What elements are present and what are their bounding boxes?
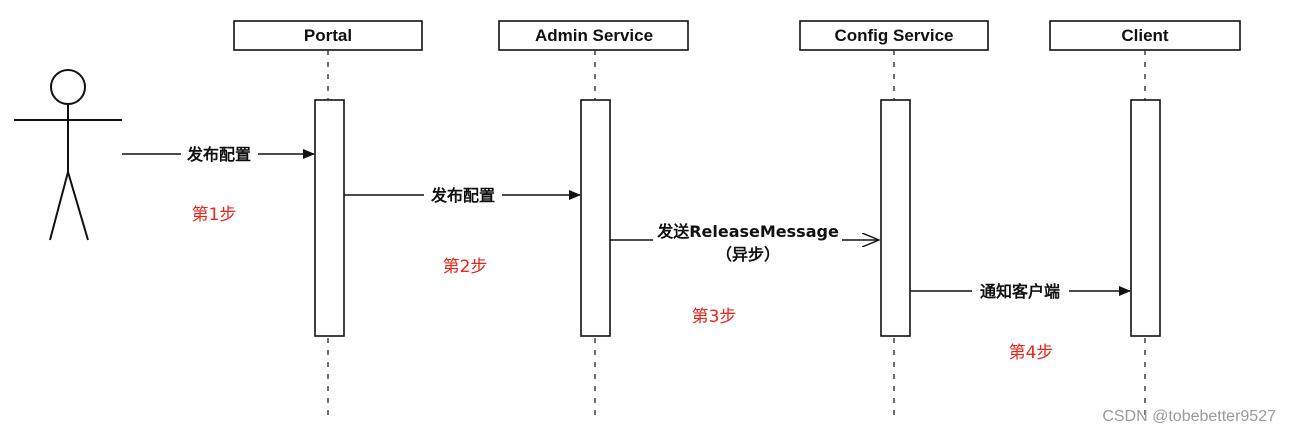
message-4: 通知客户端 (910, 282, 1131, 301)
message-label: 发布配置 (186, 145, 251, 164)
step-label-2: 第2步 (443, 257, 488, 277)
participant-client: Client (1049, 20, 1241, 51)
activation-admin-service (580, 99, 611, 337)
step-label-4: 第4步 (1009, 343, 1054, 363)
activation-portal (314, 99, 345, 337)
participant-config-service: Config Service (799, 20, 989, 51)
activation-config-service (880, 99, 911, 337)
participant-portal: Portal (233, 20, 423, 51)
participant-label: Portal (304, 26, 352, 45)
step-label-3: 第3步 (692, 307, 737, 327)
message-1: 发布配置 (122, 145, 315, 164)
watermark: CSDN @tobebetter9527 (1102, 408, 1276, 425)
message-label: 发送ReleaseMessage (656, 222, 839, 241)
participant-label: Client (1121, 26, 1169, 45)
message-sublabel: （异步） (716, 245, 780, 264)
message-label: 通知客户端 (980, 282, 1060, 301)
message-label: 发布配置 (430, 186, 495, 205)
message-3: 发送ReleaseMessage （异步） (610, 222, 879, 264)
step-label-1: 第1步 (192, 205, 237, 225)
activation-client (1130, 99, 1161, 337)
participant-label: Admin Service (535, 26, 653, 45)
participant-label: Config Service (834, 26, 953, 45)
message-2: 发布配置 (344, 186, 581, 205)
actor-icon (14, 69, 122, 241)
participant-admin-service: Admin Service (498, 20, 689, 51)
